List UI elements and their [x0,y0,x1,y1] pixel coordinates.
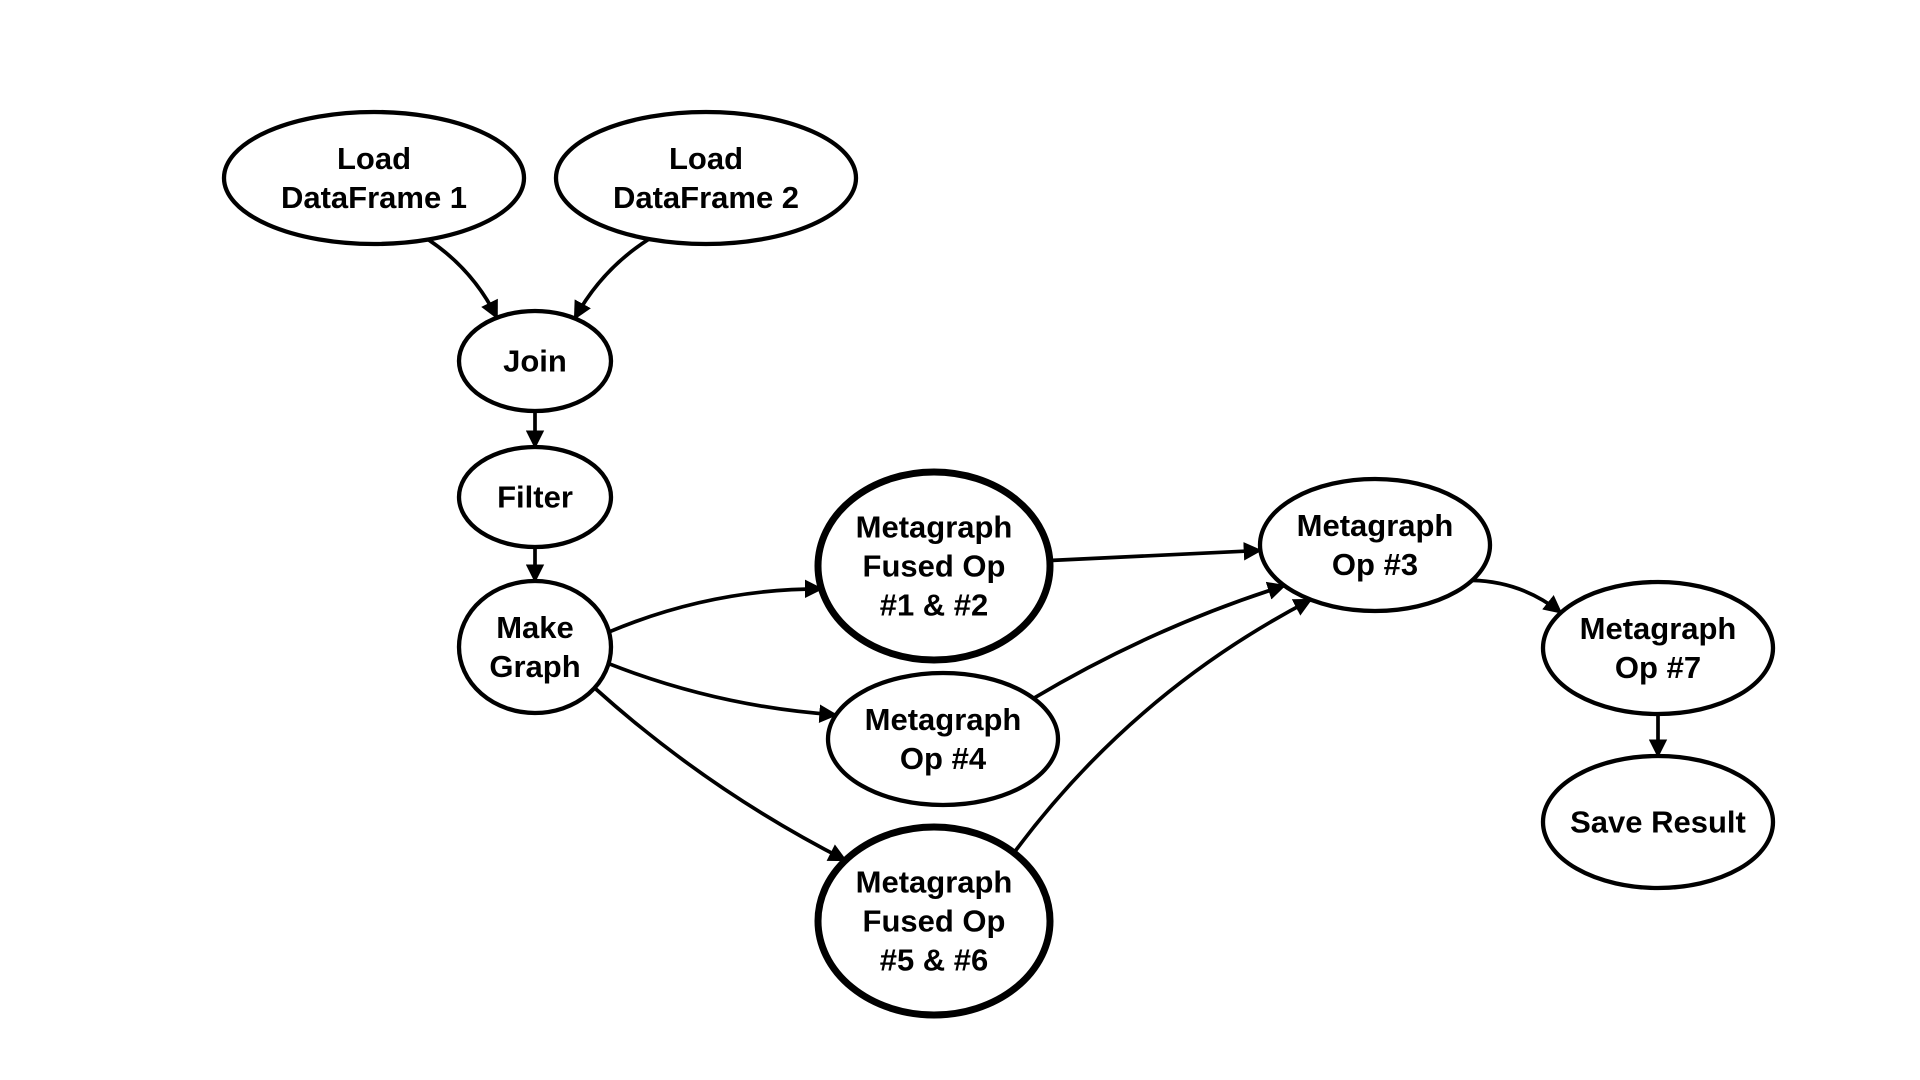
edge-fused-op-5-6-to-op-3 [1012,598,1313,854]
node-make-graph-shape [456,578,614,716]
node-op-7: Metagraph Op #7 [1540,579,1776,717]
node-make-graph-label-line-0: Make [496,610,574,645]
node-fused-op-5-6-label-line-0: Metagraph [856,865,1013,900]
node-save-result-shape [1540,753,1776,891]
edge-load-df1-to-join [427,238,499,320]
node-op-7-label-line-0: Metagraph [1580,611,1737,646]
node-fused-op-5-6-label-line-1: Fused Op [863,904,1006,939]
edge-make-graph-to-fused-op-5-6 [593,686,848,862]
node-op-4: Metagraph Op #4 [825,670,1061,808]
node-load-df1-shape [221,109,527,247]
node-filter: Filter [456,444,614,550]
node-save-result: Save Result [1540,753,1776,891]
node-join-label-line-0: Join [503,344,567,379]
edges-layer [427,237,1668,862]
node-op-4-label-line-1: Op #4 [900,741,987,776]
edge-load-df2-to-join [573,237,650,321]
node-save-result-label-line-0: Save Result [1570,805,1746,840]
node-op-3-label-line-1: Op #3 [1332,547,1418,582]
node-load-df2-label-line-0: Load [669,141,743,176]
node-load-df1-label-line-0: Load [337,141,411,176]
node-filter-label-line-0: Filter [497,480,573,515]
node-fused-op-5-6-shape [814,823,1054,1019]
node-fused-op-1-2-label-line-1: Fused Op [863,549,1006,584]
edge-op-3-to-op-7 [1472,578,1563,615]
node-fused-op-1-2-shape [814,468,1054,664]
node-fused-op-1-2-label-line-2: #1 & #2 [880,588,989,623]
edge-make-graph-to-op-4 [607,661,838,723]
node-op-3: Metagraph Op #3 [1257,476,1493,614]
edge-fused-op-1-2-to-op-3 [1049,542,1263,563]
edge-make-graph-to-fused-op-1-2 [608,579,824,634]
node-fused-op-1-2-label-line-0: Metagraph [856,510,1013,545]
node-op-3-shape [1257,476,1493,614]
node-op-4-shape [825,670,1061,808]
node-op-3-label-line-0: Metagraph [1297,508,1454,543]
node-make-graph-label-line-1: Graph [489,649,580,684]
edge-op-4-to-op-3 [1032,581,1287,700]
node-op-7-shape [1540,579,1776,717]
node-load-df2-shape [553,109,859,247]
node-join-shape [456,308,614,414]
node-op-7-label-line-1: Op #7 [1615,650,1701,685]
node-join: Join [456,308,614,414]
node-op-4-label-line-0: Metagraph [865,702,1022,737]
node-load-df2-label-line-1: DataFrame 2 [613,180,799,215]
node-load-df1-label-line-1: DataFrame 1 [281,180,467,215]
node-filter-shape [456,444,614,550]
node-fused-op-5-6-label-line-2: #5 & #6 [880,943,989,978]
